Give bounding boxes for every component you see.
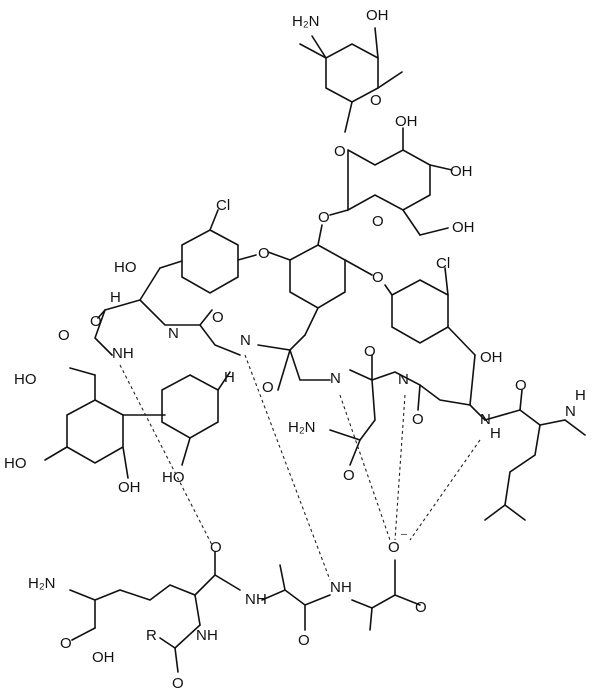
label-h2n-amide: H₂N xyxy=(288,419,316,436)
label-cooh-ho-left: HO xyxy=(14,371,37,388)
label-ether-o-left: O xyxy=(258,245,270,262)
label-ho-benzylic: HO xyxy=(114,259,137,276)
label-lig-n-3: N xyxy=(196,627,207,644)
label-lig-cooh-oh: OH xyxy=(92,649,115,666)
label-lig-h-2: H xyxy=(341,579,352,596)
label-oh-glc-b: OH xyxy=(450,163,473,180)
label-carboxylate-charge: ⁻ xyxy=(400,529,408,546)
label-n-5: N xyxy=(398,371,409,388)
label-cl-left: Cl xyxy=(216,197,230,214)
label-cooh-o-left: O xyxy=(58,327,70,344)
label-lig-o-1: O xyxy=(210,539,222,556)
middle-aryl xyxy=(161,371,231,466)
label-h-stereo-2: H xyxy=(224,369,235,386)
label-n-4: N xyxy=(330,370,341,387)
label-lig-h-1: H xyxy=(256,591,267,608)
label-o-carbonyl-6: O xyxy=(515,377,527,394)
peptide-backbone xyxy=(94,267,586,521)
label-o-carbonyl-5: O xyxy=(412,411,424,428)
label-lig-r: R xyxy=(146,627,157,644)
hydrogen-bonds xyxy=(119,354,481,581)
label-o-ring-vanco: O xyxy=(370,92,382,109)
label-nh-h: H xyxy=(490,425,501,442)
label-lig-o-3: O xyxy=(415,599,427,616)
right-chloroaryl xyxy=(384,267,476,356)
label-lig-n-1: N xyxy=(245,591,256,608)
label-oh-phenol-2: OH xyxy=(118,479,141,496)
label-lig-o-2: O xyxy=(298,632,310,649)
ligand-backbone xyxy=(69,551,421,673)
label-h2n-sugar: H₂N xyxy=(292,13,320,30)
label-oh-sugar: OH xyxy=(366,7,389,24)
vancosamine-ring xyxy=(299,27,403,133)
label-oh-benzylic-right: OH xyxy=(480,349,503,366)
label-o-amide: O xyxy=(343,467,355,484)
label-n-3: N xyxy=(240,332,251,349)
label-o-carbonyl-2: O xyxy=(212,309,224,326)
label-ether-o-right: O xyxy=(372,269,384,286)
label-o-link-1: O xyxy=(334,143,346,160)
resorcinol-ring xyxy=(44,367,166,479)
label-carboxylate-o: O xyxy=(388,539,400,556)
label-oh-glc-a: OH xyxy=(395,113,418,130)
label-cl-right: Cl xyxy=(436,255,450,272)
central-aryl xyxy=(267,224,373,336)
label-lig-o-acyl: O xyxy=(172,675,184,690)
label-lig-h-3: H xyxy=(207,627,218,644)
label-o-link-2: O xyxy=(318,209,330,226)
label-h-stereo-1: H xyxy=(110,289,121,306)
glucose-ring xyxy=(329,127,453,236)
label-n-6: N xyxy=(480,411,491,428)
label-o-carbonyl-4: O xyxy=(364,343,376,360)
label-o-carbonyl-1: O xyxy=(90,313,102,330)
label-ho-phenol-1: HO xyxy=(4,455,27,472)
label-n-methyl: N xyxy=(565,403,576,420)
label-oh-ch2: OH xyxy=(452,219,475,236)
left-chloroaryl xyxy=(159,209,257,294)
label-lig-h2n: H₂N xyxy=(28,575,56,592)
label-lig-n-2: N xyxy=(330,579,341,596)
label-o-ring-glc: O xyxy=(372,213,384,230)
label-lig-cooh-o: O xyxy=(60,635,72,652)
label-ho-phenol-3: HO xyxy=(162,469,185,486)
label-n-2: N xyxy=(168,325,179,342)
label-o-carbonyl-3: O xyxy=(262,379,274,396)
label-n-methyl-h: H xyxy=(575,387,586,404)
label-nh-1: NH xyxy=(112,345,134,362)
